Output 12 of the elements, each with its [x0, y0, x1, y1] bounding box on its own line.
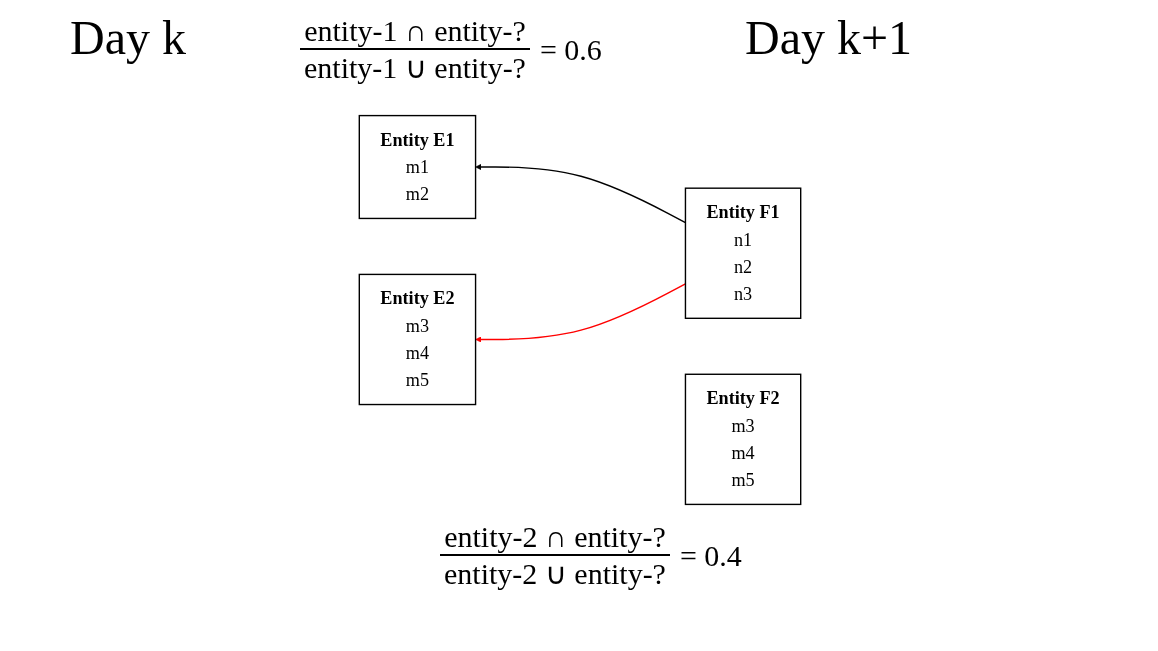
formula-value: = 0.6 — [539, 32, 602, 67]
formula-denominator: entity-1 ∪ entity-? — [300, 48, 530, 85]
column-heading: Day k+1 — [745, 10, 913, 65]
node-box: Entity F2 m3 m4 m5 — [684, 373, 802, 506]
formula-numerator: entity-2 ∩ entity-? — [443, 520, 667, 554]
formula-numerator: entity-1 ∩ entity-? — [303, 14, 527, 48]
column-heading: Day k — [70, 10, 186, 65]
formula-denominator: entity-2 ∪ entity-? — [440, 554, 670, 591]
node-box: Entity F1 n1 n2 n3 — [684, 187, 802, 319]
node-box: Entity E1 m1 m2 — [358, 114, 477, 220]
node-box: Entity E2 m3 m4 m5 — [358, 273, 477, 406]
formula-value: = 0.4 — [679, 538, 742, 573]
